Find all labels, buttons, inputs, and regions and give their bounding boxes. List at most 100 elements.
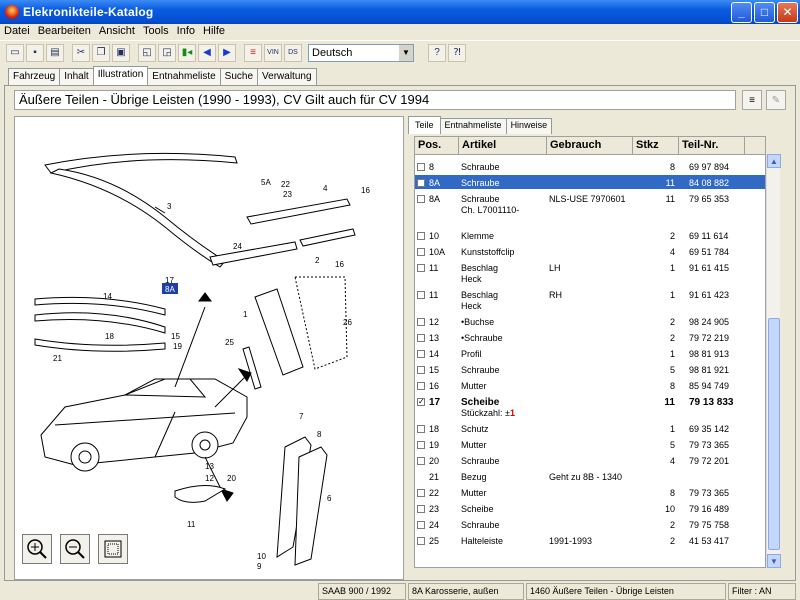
row-checkbox[interactable]: [417, 264, 425, 272]
row-checkbox[interactable]: [417, 366, 425, 374]
menu-hilfe[interactable]: Hilfe: [203, 25, 226, 37]
stkz-cell: 4: [669, 247, 675, 257]
row-checkbox[interactable]: [417, 318, 425, 326]
tab-teile[interactable]: Teile: [408, 116, 441, 134]
context-help-icon[interactable]: ⁈: [448, 43, 466, 62]
ds-icon[interactable]: DS: [284, 43, 302, 62]
tab-hinweise[interactable]: Hinweise: [505, 118, 553, 134]
col-pos[interactable]: Pos.: [415, 137, 459, 154]
callout-8a: 8A: [165, 285, 175, 294]
save-icon[interactable]: ▪: [26, 43, 44, 62]
row-checkbox[interactable]: [417, 248, 425, 256]
col-gebrauch[interactable]: Gebrauch: [547, 137, 633, 154]
edit-button[interactable]: ✎: [766, 90, 786, 110]
row-checkbox[interactable]: [417, 505, 425, 513]
tab-fahrzeug[interactable]: Fahrzeug: [8, 68, 61, 85]
menu-bearbeiten[interactable]: Bearbeiten: [37, 25, 91, 37]
page-forward-icon[interactable]: ◲: [158, 43, 176, 62]
row-checkbox[interactable]: [417, 425, 425, 433]
tab-inhalt[interactable]: Inhalt: [59, 68, 94, 85]
scroll-up-icon[interactable]: ▲: [767, 154, 781, 168]
col-teil-nr[interactable]: Teil-Nr.: [679, 137, 745, 154]
row-checkbox[interactable]: ✓: [417, 397, 425, 406]
toolbar: ▭ ▪ ▤ ✂ ❐ ▣ ◱ ◲ ▮◂ ◀ ▶ ≡ VIN DS Deutsch …: [0, 40, 800, 64]
language-select[interactable]: Deutsch ▼: [308, 43, 414, 62]
row-checkbox[interactable]: [417, 179, 425, 187]
row-checkbox[interactable]: [417, 382, 425, 390]
row-checkbox[interactable]: [417, 232, 425, 240]
row-checkbox[interactable]: [417, 163, 425, 171]
zoom-in-button[interactable]: [22, 534, 52, 564]
row-checkbox[interactable]: [417, 334, 425, 342]
scroll-thumb[interactable]: [768, 318, 780, 550]
forward-arrow-icon[interactable]: ▶: [218, 43, 236, 62]
fit-page-button[interactable]: [98, 534, 128, 564]
copy-icon[interactable]: ❐: [92, 43, 110, 62]
open-folder-icon[interactable]: ▭: [6, 43, 24, 62]
col-stkz[interactable]: Stkz: [633, 137, 679, 154]
back-arrow-icon[interactable]: ◀: [198, 43, 216, 62]
parts-illustration[interactable]: 3 5A 22 23 4 16 24 1 2 17 8A 14 18 15 19…: [15, 117, 403, 579]
tab-entnahmeliste-sub[interactable]: Entnahmeliste: [439, 118, 507, 134]
col-artikel[interactable]: Artikel: [459, 137, 547, 154]
parts-list-icon[interactable]: ≡: [244, 43, 262, 62]
help-icon[interactable]: ?: [428, 43, 446, 62]
row-checkbox[interactable]: [417, 441, 425, 449]
stkz-cell: 8: [669, 162, 675, 172]
menu-datei[interactable]: Datei: [4, 25, 30, 37]
artikel-text: Scheibe: [461, 504, 494, 514]
paste-icon[interactable]: ▣: [112, 43, 130, 62]
menu-ansicht[interactable]: Ansicht: [98, 25, 135, 37]
tab-illustration[interactable]: Illustration: [92, 66, 149, 85]
quantity-value[interactable]: 1: [509, 408, 515, 418]
teil-nr-cell: 79 72 201: [689, 456, 730, 466]
tab-verwaltung[interactable]: Verwaltung: [257, 68, 317, 85]
page-back-icon[interactable]: ◱: [138, 43, 156, 62]
minimize-button[interactable]: _: [731, 1, 752, 23]
row-checkbox[interactable]: [417, 537, 425, 545]
row-checkbox[interactable]: [417, 350, 425, 358]
row-checkbox[interactable]: [417, 489, 425, 497]
zoom-out-button[interactable]: [60, 534, 90, 564]
chevron-down-icon[interactable]: ▼: [399, 44, 413, 61]
menu-info[interactable]: Info: [176, 25, 196, 37]
tab-suche[interactable]: Suche: [219, 68, 259, 85]
row-checkbox[interactable]: [417, 291, 425, 299]
scrollbar[interactable]: ▲ ▼: [766, 154, 781, 568]
row-checkbox[interactable]: [417, 457, 425, 465]
scroll-down-icon[interactable]: ▼: [767, 554, 781, 568]
add-to-list-button[interactable]: ≡: [742, 90, 762, 110]
menu-tools[interactable]: Tools: [142, 25, 169, 37]
vin-icon[interactable]: VIN: [264, 43, 282, 62]
row-checkbox[interactable]: [417, 195, 425, 203]
tab-entnahmeliste[interactable]: Entnahmeliste: [147, 68, 221, 85]
first-page-icon[interactable]: ▮◂: [178, 43, 196, 62]
row-checkbox[interactable]: [417, 521, 425, 529]
cut-icon[interactable]: ✂: [72, 43, 90, 62]
maximize-button[interactable]: □: [754, 1, 775, 23]
print-icon[interactable]: ▤: [46, 43, 64, 62]
close-button[interactable]: ✕: [777, 1, 798, 23]
